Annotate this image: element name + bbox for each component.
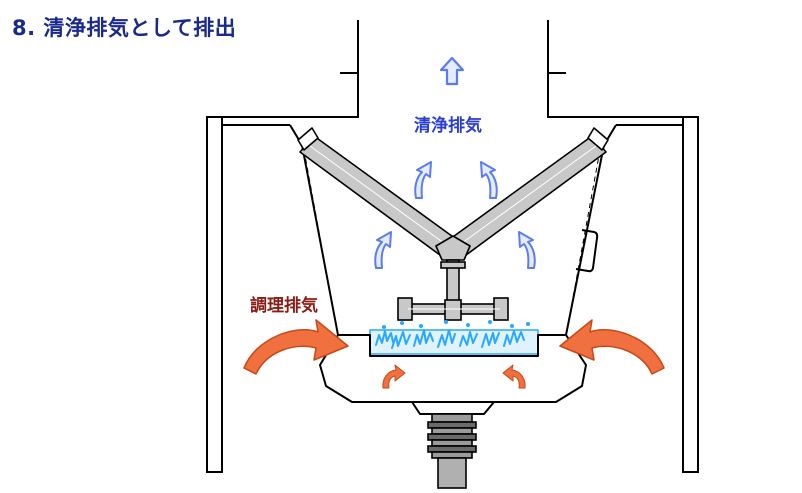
clean-air-arrow-icon <box>480 161 498 199</box>
cooking-exhaust-arrow-icon <box>243 319 349 375</box>
water-spray-tray <box>369 320 539 355</box>
filter-plates <box>297 127 609 261</box>
hood-handle <box>575 229 599 273</box>
cooking-exhaust-arrows <box>243 319 665 389</box>
clean-air-arrow-icon <box>439 56 465 86</box>
clean-exhaust-label: 清浄排気 <box>414 115 482 136</box>
hood-outline <box>206 20 699 473</box>
clean-air-arrow-icon <box>518 231 536 269</box>
cooking-exhaust-label: 調理排気 <box>250 295 318 316</box>
drain-pipe <box>427 413 477 489</box>
clean-air-arrow-icon <box>414 161 432 199</box>
spray-manifold <box>397 259 509 321</box>
cooking-exhaust-arrow-icon <box>559 319 665 375</box>
drain-neck <box>411 401 495 415</box>
clean-air-arrow-icon <box>374 231 392 269</box>
page-title: 8. 清浄排気として排出 <box>12 16 237 40</box>
